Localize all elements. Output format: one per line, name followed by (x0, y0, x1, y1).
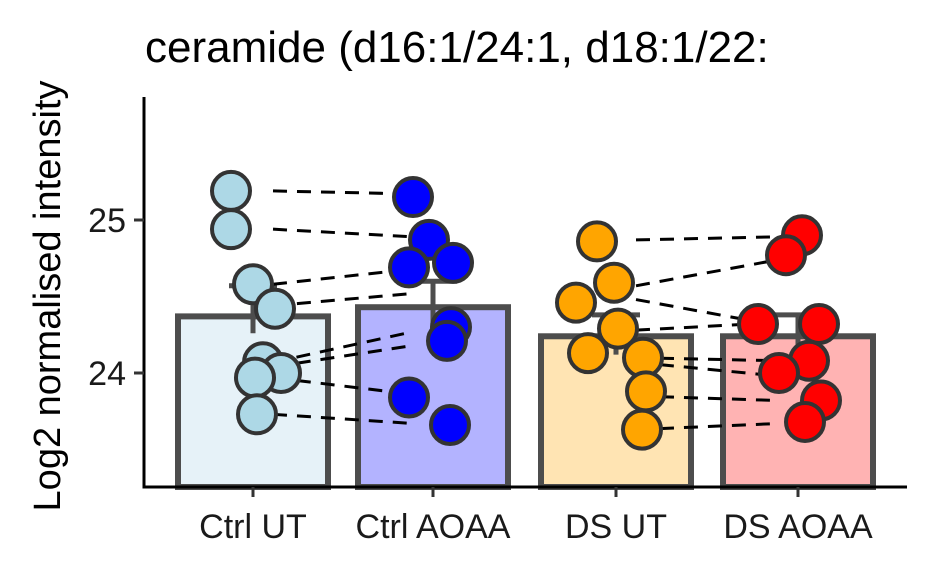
data-point (784, 400, 826, 443)
y-tick-label: 25 (88, 202, 126, 240)
data-point (576, 220, 618, 263)
data-point (210, 169, 252, 212)
data-point (737, 303, 779, 346)
data-point (432, 241, 474, 284)
data-point (593, 261, 635, 304)
x-tick-label: DS UT (565, 508, 667, 546)
paired-line (272, 227, 414, 239)
data-point (625, 370, 667, 413)
paired-line (272, 189, 414, 196)
data-point (597, 307, 639, 350)
data-point (236, 393, 278, 436)
x-tick-label: Ctrl AOAA (356, 508, 511, 546)
paired-line (635, 258, 779, 288)
data-point (765, 234, 807, 277)
data-point (429, 404, 471, 447)
data-point (567, 332, 609, 375)
data-point (555, 281, 597, 324)
y-axis-title: Log2 normalised intensity (27, 81, 69, 512)
data-point (758, 352, 800, 394)
paired-line (635, 235, 779, 242)
data-point (392, 176, 434, 219)
x-tick-label: DS AOAA (723, 508, 873, 546)
data-point (254, 287, 296, 330)
data-point (798, 303, 840, 346)
x-tick-label: Ctrl UT (199, 508, 307, 546)
data-point (426, 319, 468, 362)
data-point (388, 376, 430, 419)
data-point (621, 408, 663, 451)
chart-title: ceramide (d16:1/24:1, d18:1/22: (145, 23, 769, 72)
data-point (234, 356, 276, 399)
y-tick-label: 24 (88, 355, 126, 393)
data-point (210, 208, 252, 251)
data-point (388, 246, 430, 289)
